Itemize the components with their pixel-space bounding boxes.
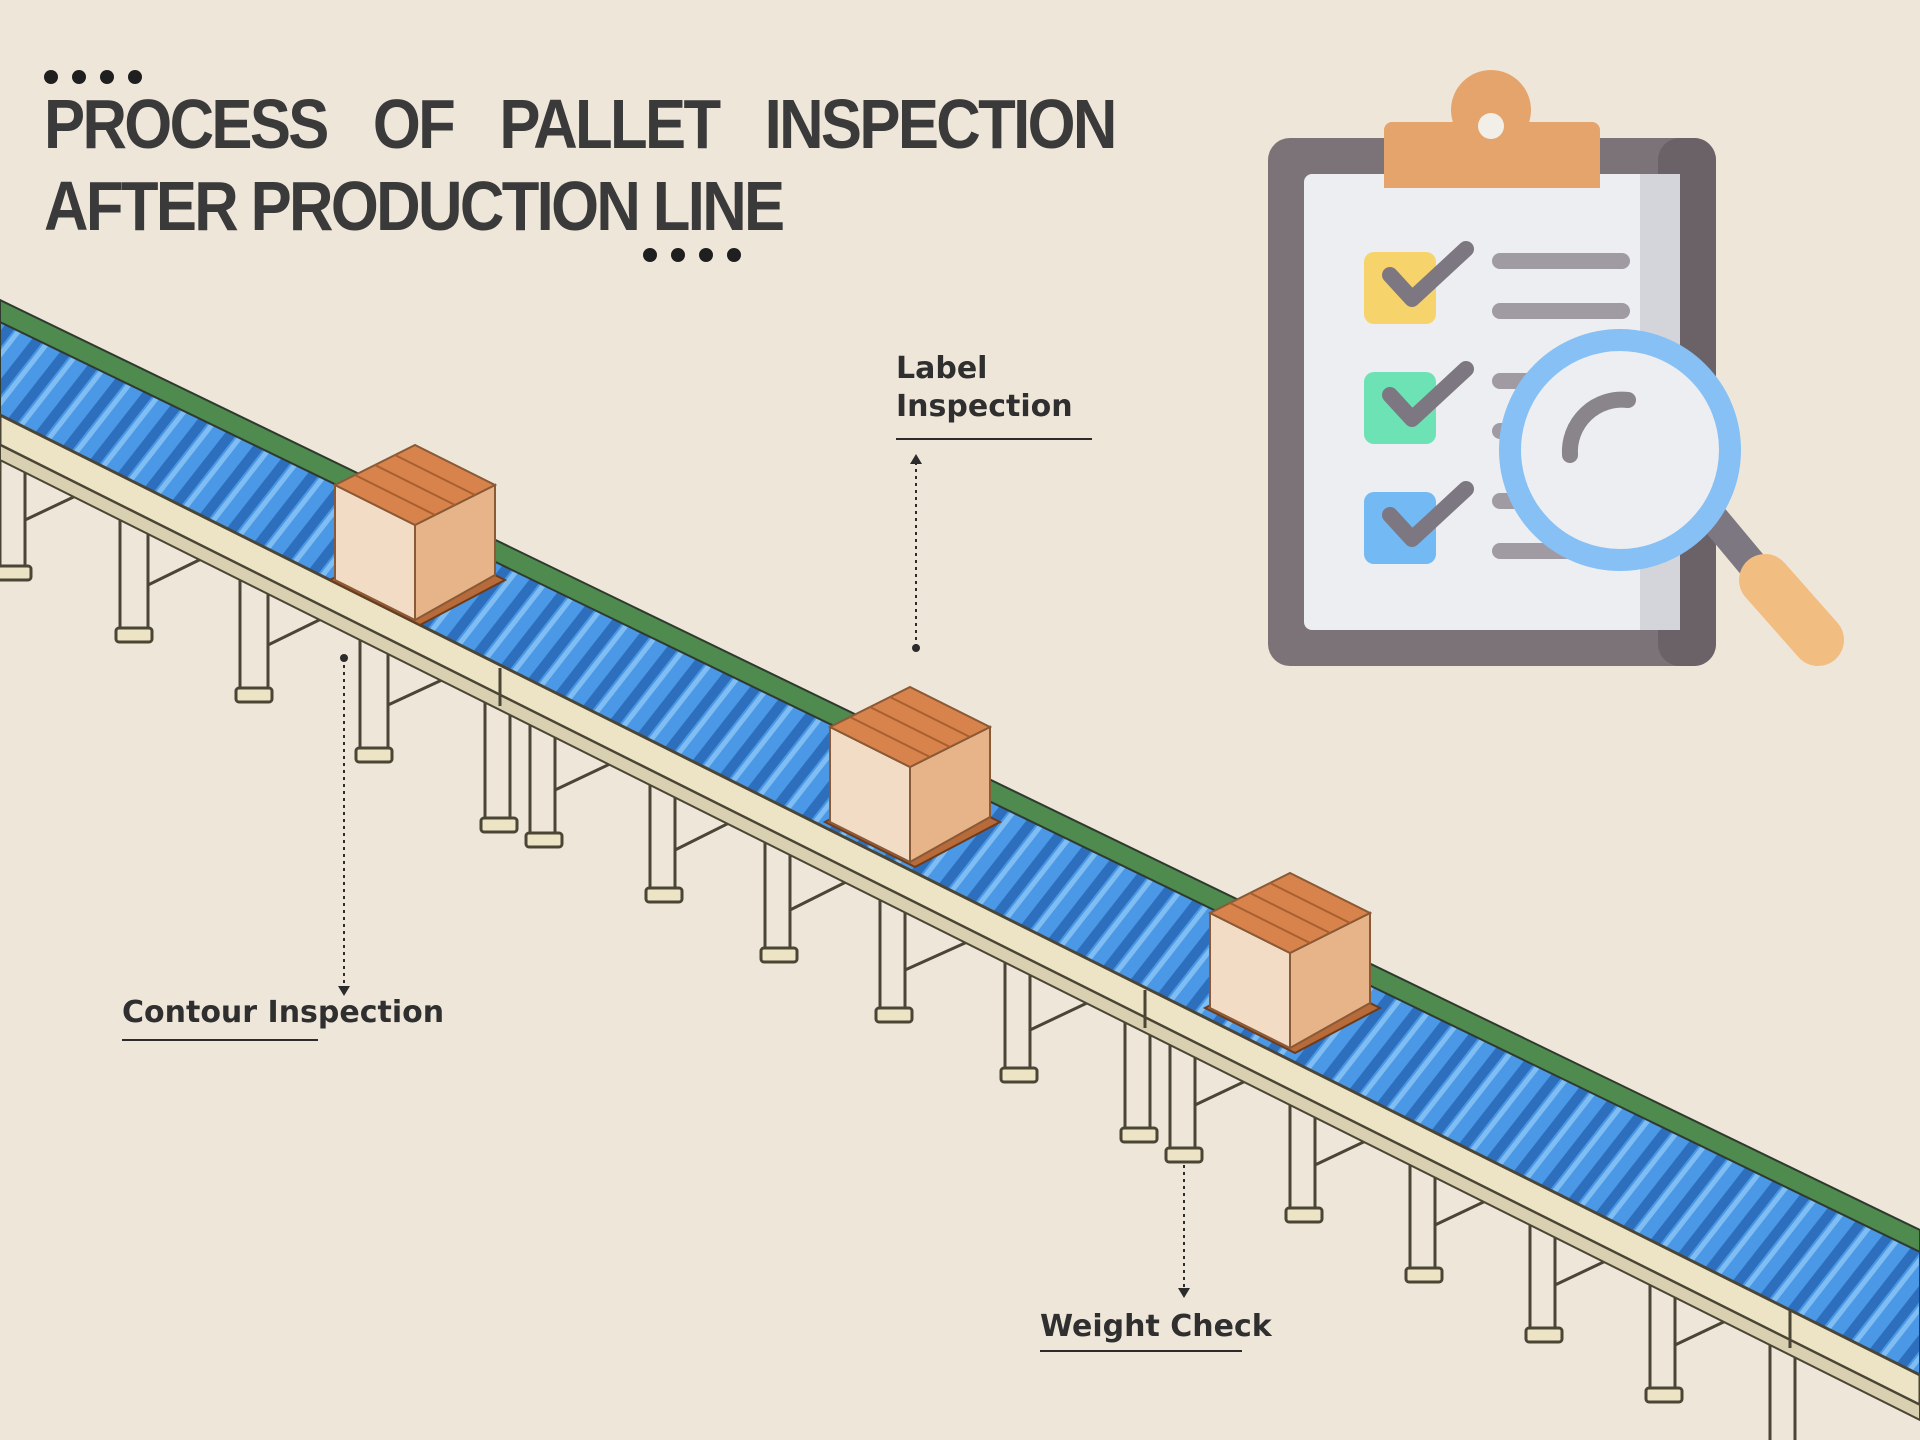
rail-joints bbox=[498, 668, 1792, 1348]
pallet-3 bbox=[1202, 871, 1383, 1055]
leader-lines bbox=[343, 462, 1185, 1290]
page-title-line-1: PROCESS OF PALLET INSPECTION bbox=[44, 85, 1117, 163]
side-rail-lower bbox=[0, 443, 1920, 1422]
weight-check-underline bbox=[1040, 1350, 1242, 1352]
weight-check-label: Weight Check bbox=[1040, 1309, 1272, 1344]
title-dots-top bbox=[44, 70, 142, 84]
magnifying-glass-icon bbox=[1499, 329, 1844, 666]
side-rail bbox=[0, 413, 1920, 1407]
contour-inspection-label: Contour Inspection bbox=[122, 995, 445, 1030]
pallet-2 bbox=[822, 685, 1003, 869]
page-title-line-2: AFTER PRODUCTION LINE bbox=[44, 167, 785, 245]
contour-inspection-underline bbox=[122, 1039, 318, 1041]
cross-braces bbox=[24, 473, 1771, 1347]
label-inspection-underline bbox=[896, 438, 1092, 440]
leader-dots bbox=[338, 454, 1190, 1298]
conveyor-legs bbox=[0, 460, 1797, 1440]
title-dots-bottom bbox=[643, 248, 741, 262]
label-inspection-line2: Inspection bbox=[896, 389, 1073, 424]
pallet-1 bbox=[327, 443, 508, 627]
label-inspection-line1: Label bbox=[896, 351, 988, 386]
leg-feet bbox=[0, 564, 1684, 1404]
